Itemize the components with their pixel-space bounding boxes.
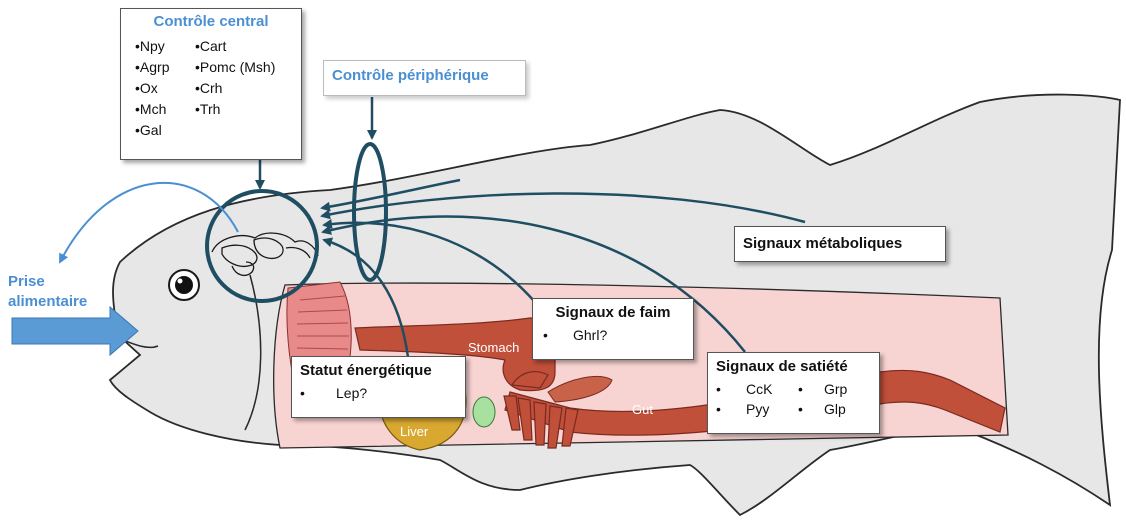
metabolic-signals-box: Signaux métaboliques	[734, 226, 946, 262]
hunger-signals-title: Signaux de faim	[543, 304, 683, 321]
central-item: •Trh	[195, 99, 305, 120]
satiety-signals-title: Signaux de satiété	[716, 358, 871, 375]
hunger-signals-box: Signaux de faim •Ghrl?	[532, 298, 694, 360]
energy-status-title: Statut énergétique	[300, 362, 457, 379]
metabolic-signals-title: Signaux métaboliques	[743, 235, 937, 252]
stomach-label: Stomach	[468, 340, 519, 355]
food-intake-arrow	[12, 307, 138, 355]
gut-label: Gut	[632, 402, 653, 417]
central-item: •Mch	[135, 99, 195, 120]
central-item: •Cart	[195, 36, 305, 57]
energy-status-box: Statut énergétique •Lep?	[291, 356, 466, 418]
energy-status-item: •Lep?	[300, 383, 457, 403]
central-control-list: •Npy •Cart •Agrp •Pomc (Msh) •Ox •Crh •M…	[135, 36, 295, 141]
central-item: •Gal	[135, 120, 195, 141]
peripheral-control-title: Contrôle périphérique	[332, 67, 517, 84]
central-item: •Ox	[135, 78, 195, 99]
central-item: •Pomc (Msh)	[195, 57, 305, 78]
food-intake-line1: Prise	[8, 272, 87, 292]
liver-label: Liver	[400, 424, 429, 439]
central-control-box: Contrôle central •Npy •Cart •Agrp •Pomc …	[120, 8, 302, 160]
central-control-title: Contrôle central	[127, 13, 295, 30]
central-item: •Agrp	[135, 57, 195, 78]
satiety-signal-row: •CcK •Grp	[716, 379, 871, 399]
peripheral-control-box: Contrôle périphérique	[323, 60, 526, 96]
central-item: •Npy	[135, 36, 195, 57]
satiety-signals-box: Signaux de satiété •CcK •Grp •Pyy •Glp	[707, 352, 880, 434]
food-intake-label: Prise alimentaire	[8, 272, 87, 312]
food-intake-line2: alimentaire	[8, 292, 87, 312]
hunger-signal-item: •Ghrl?	[543, 325, 683, 345]
gall-bladder	[473, 397, 495, 427]
fish-pupil	[175, 276, 193, 294]
central-item: •Crh	[195, 78, 305, 99]
satiety-signal-row: •Pyy •Glp	[716, 399, 871, 419]
